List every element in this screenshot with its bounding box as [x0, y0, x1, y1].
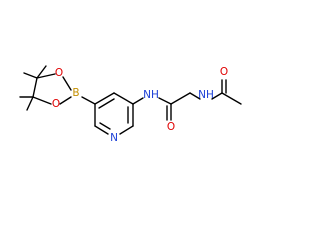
- atom-O-top: O: [55, 67, 63, 79]
- bond-chain-1: [170, 92, 191, 105]
- bond-NH-acetyl: [211, 92, 223, 100]
- bond-ring-d: [119, 125, 134, 135]
- atom-N-ring: N: [110, 132, 118, 144]
- bond-methyl-1: [23, 72, 38, 79]
- bond-acetyl-methyl: [221, 92, 242, 105]
- atom-NH-amide-label: NH: [143, 89, 159, 101]
- bond-ring-a-double: [98, 98, 115, 109]
- bond-ring-b: [113, 92, 134, 105]
- bond-ring-e-double: [99, 122, 111, 130]
- atom-labels: O O B N NH O NH O: [52, 66, 228, 144]
- bond-O-B-top: [62, 76, 72, 91]
- bond-C-O-top: [36, 73, 56, 79]
- bond-ring-a: [94, 92, 115, 105]
- atom-O-acetyl-label: O: [220, 66, 228, 78]
- bond-NH-C: [158, 97, 172, 105]
- atom-O-bottom: O: [52, 98, 60, 110]
- bond-lines: [19, 65, 242, 135]
- bond-ring-NH: [132, 97, 144, 105]
- bond-B-ring: [81, 96, 96, 105]
- bond-pinacol-CC: [32, 77, 38, 98]
- atom-O-amide-label: O: [167, 121, 175, 133]
- bond-methyl-4: [26, 96, 34, 111]
- bond-C-O-bottom: [32, 96, 52, 105]
- bond-O-B-bottom: [59, 96, 72, 105]
- bond-methyl-2: [36, 65, 47, 79]
- bond-chain-2: [189, 92, 201, 100]
- molecule-structure: O O B N NH O NH O: [19, 65, 242, 144]
- atom-B-label: B: [72, 87, 79, 99]
- bond-ring-e: [94, 125, 109, 135]
- atom-NH-acetamide-label: NH: [198, 89, 214, 101]
